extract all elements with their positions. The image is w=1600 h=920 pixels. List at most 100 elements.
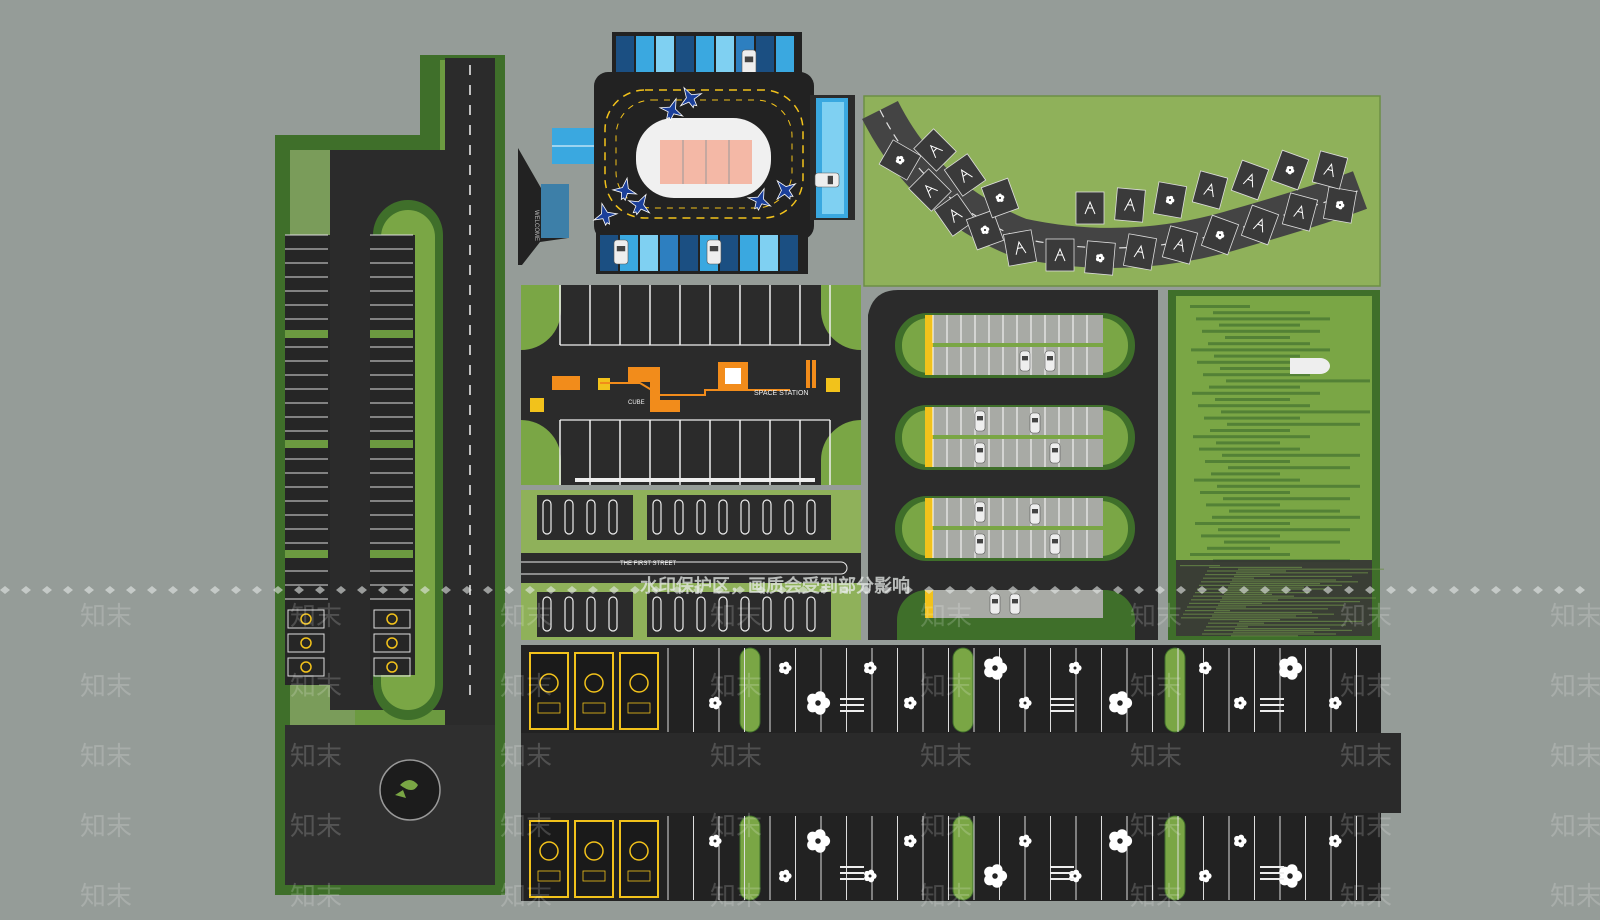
tree-icon xyxy=(1203,182,1214,198)
oval-parking-row xyxy=(895,405,1135,470)
accessible-icon xyxy=(300,661,312,673)
flower-icon xyxy=(1109,829,1133,853)
car-icon xyxy=(706,239,722,265)
flower-icon xyxy=(904,696,917,710)
flower-icon xyxy=(1335,200,1345,210)
oval-parking-row xyxy=(897,590,1135,640)
parking-bay xyxy=(913,128,957,172)
flower-icon xyxy=(1279,864,1303,888)
jet-icon xyxy=(746,187,772,211)
vip-parking-bay xyxy=(574,820,614,898)
vip-parking-bay xyxy=(529,652,569,730)
car-icon xyxy=(1029,503,1041,525)
planter-strip xyxy=(1164,647,1186,733)
perpendicular-parking-band: THE FIRST STREET xyxy=(521,490,861,640)
flower-icon xyxy=(864,661,877,675)
jet-icon xyxy=(776,179,797,201)
car-icon xyxy=(1049,442,1061,464)
flower-icon xyxy=(709,834,722,848)
flower-parking-rows xyxy=(521,645,1401,901)
flower-icon xyxy=(984,864,1008,888)
flower-icon xyxy=(1285,166,1295,175)
flower-icon xyxy=(995,193,1005,202)
tree-icon xyxy=(950,209,963,223)
flower-icon xyxy=(1095,253,1105,263)
accessible-icon xyxy=(386,613,398,625)
oval-parking-row xyxy=(895,313,1135,378)
flower-icon xyxy=(1019,696,1032,710)
curved-parking-lawn xyxy=(862,95,1381,287)
jet-icon xyxy=(592,202,619,227)
flower-icon xyxy=(904,834,917,848)
jet-icon xyxy=(679,86,703,109)
parking-bay xyxy=(1270,149,1310,191)
planter-strip xyxy=(739,815,761,901)
tree-icon xyxy=(1173,237,1184,253)
planter-strip xyxy=(952,815,974,901)
parking-bay xyxy=(1191,170,1229,210)
flower-icon xyxy=(980,225,990,234)
welcome-sign: WELCOME xyxy=(533,210,539,241)
roundabout xyxy=(379,759,441,821)
parking-bay xyxy=(1322,186,1358,224)
parking-bay xyxy=(943,153,987,197)
parking-bay xyxy=(908,168,952,212)
car-icon xyxy=(989,593,1001,615)
flower-icon xyxy=(1019,834,1032,848)
car-icon xyxy=(974,533,986,555)
parking-bay xyxy=(1084,240,1116,276)
parking-bay xyxy=(1240,204,1280,246)
car-icon xyxy=(974,501,986,523)
flower-icon xyxy=(1329,834,1342,848)
flower-icon xyxy=(1069,661,1082,675)
car-icon xyxy=(974,442,986,464)
flower-icon xyxy=(864,869,877,883)
tree-icon xyxy=(1252,218,1264,233)
tree-icon xyxy=(1242,173,1254,188)
oval-parking-row xyxy=(895,496,1135,561)
tree-icon xyxy=(1124,197,1135,212)
bottom-road xyxy=(521,733,1401,813)
parking-bay xyxy=(1045,238,1075,272)
flower-icon xyxy=(895,155,905,165)
parking-bay xyxy=(878,139,922,181)
planter-strip xyxy=(1164,815,1186,901)
accessible-icon xyxy=(386,661,398,673)
flower-icon xyxy=(807,691,831,715)
water-feature xyxy=(541,184,569,238)
tree-icon xyxy=(395,780,418,798)
left-parking-strip xyxy=(275,55,505,895)
car-icon xyxy=(1049,533,1061,555)
flower-icon xyxy=(1234,834,1247,848)
tree-icon xyxy=(1015,240,1027,255)
tree-icon xyxy=(1323,162,1334,178)
planter-strip xyxy=(739,647,761,733)
tree-icon xyxy=(1084,200,1096,215)
vip-parking-bay xyxy=(574,652,614,730)
flower-icon xyxy=(1109,691,1133,715)
parking-bay xyxy=(980,177,1020,219)
tree-icon xyxy=(1054,247,1066,262)
flower-icon xyxy=(1199,869,1212,883)
grass-lawn-area xyxy=(1168,290,1384,640)
flower-icon xyxy=(709,696,722,710)
jet-icon xyxy=(627,193,651,216)
flower-icon xyxy=(807,829,831,853)
vip-parking-bay xyxy=(529,820,569,898)
car-icon xyxy=(741,49,757,77)
parking-bay xyxy=(1311,150,1349,190)
flower-icon xyxy=(779,661,792,675)
parking-bay xyxy=(965,209,1005,251)
jet-icon xyxy=(611,176,638,202)
cube-label: CUBE xyxy=(628,400,645,406)
car-icon xyxy=(1290,358,1330,374)
parking-bay xyxy=(1161,225,1199,265)
tree-icon xyxy=(1293,204,1304,220)
accessible-icon xyxy=(300,613,312,625)
parking-bay xyxy=(1230,159,1270,201)
flower-icon xyxy=(1215,231,1225,240)
parking-bay xyxy=(1200,214,1240,256)
car-icon xyxy=(613,239,629,265)
flower-icon xyxy=(1199,661,1212,675)
left-parking-bays xyxy=(285,235,330,685)
